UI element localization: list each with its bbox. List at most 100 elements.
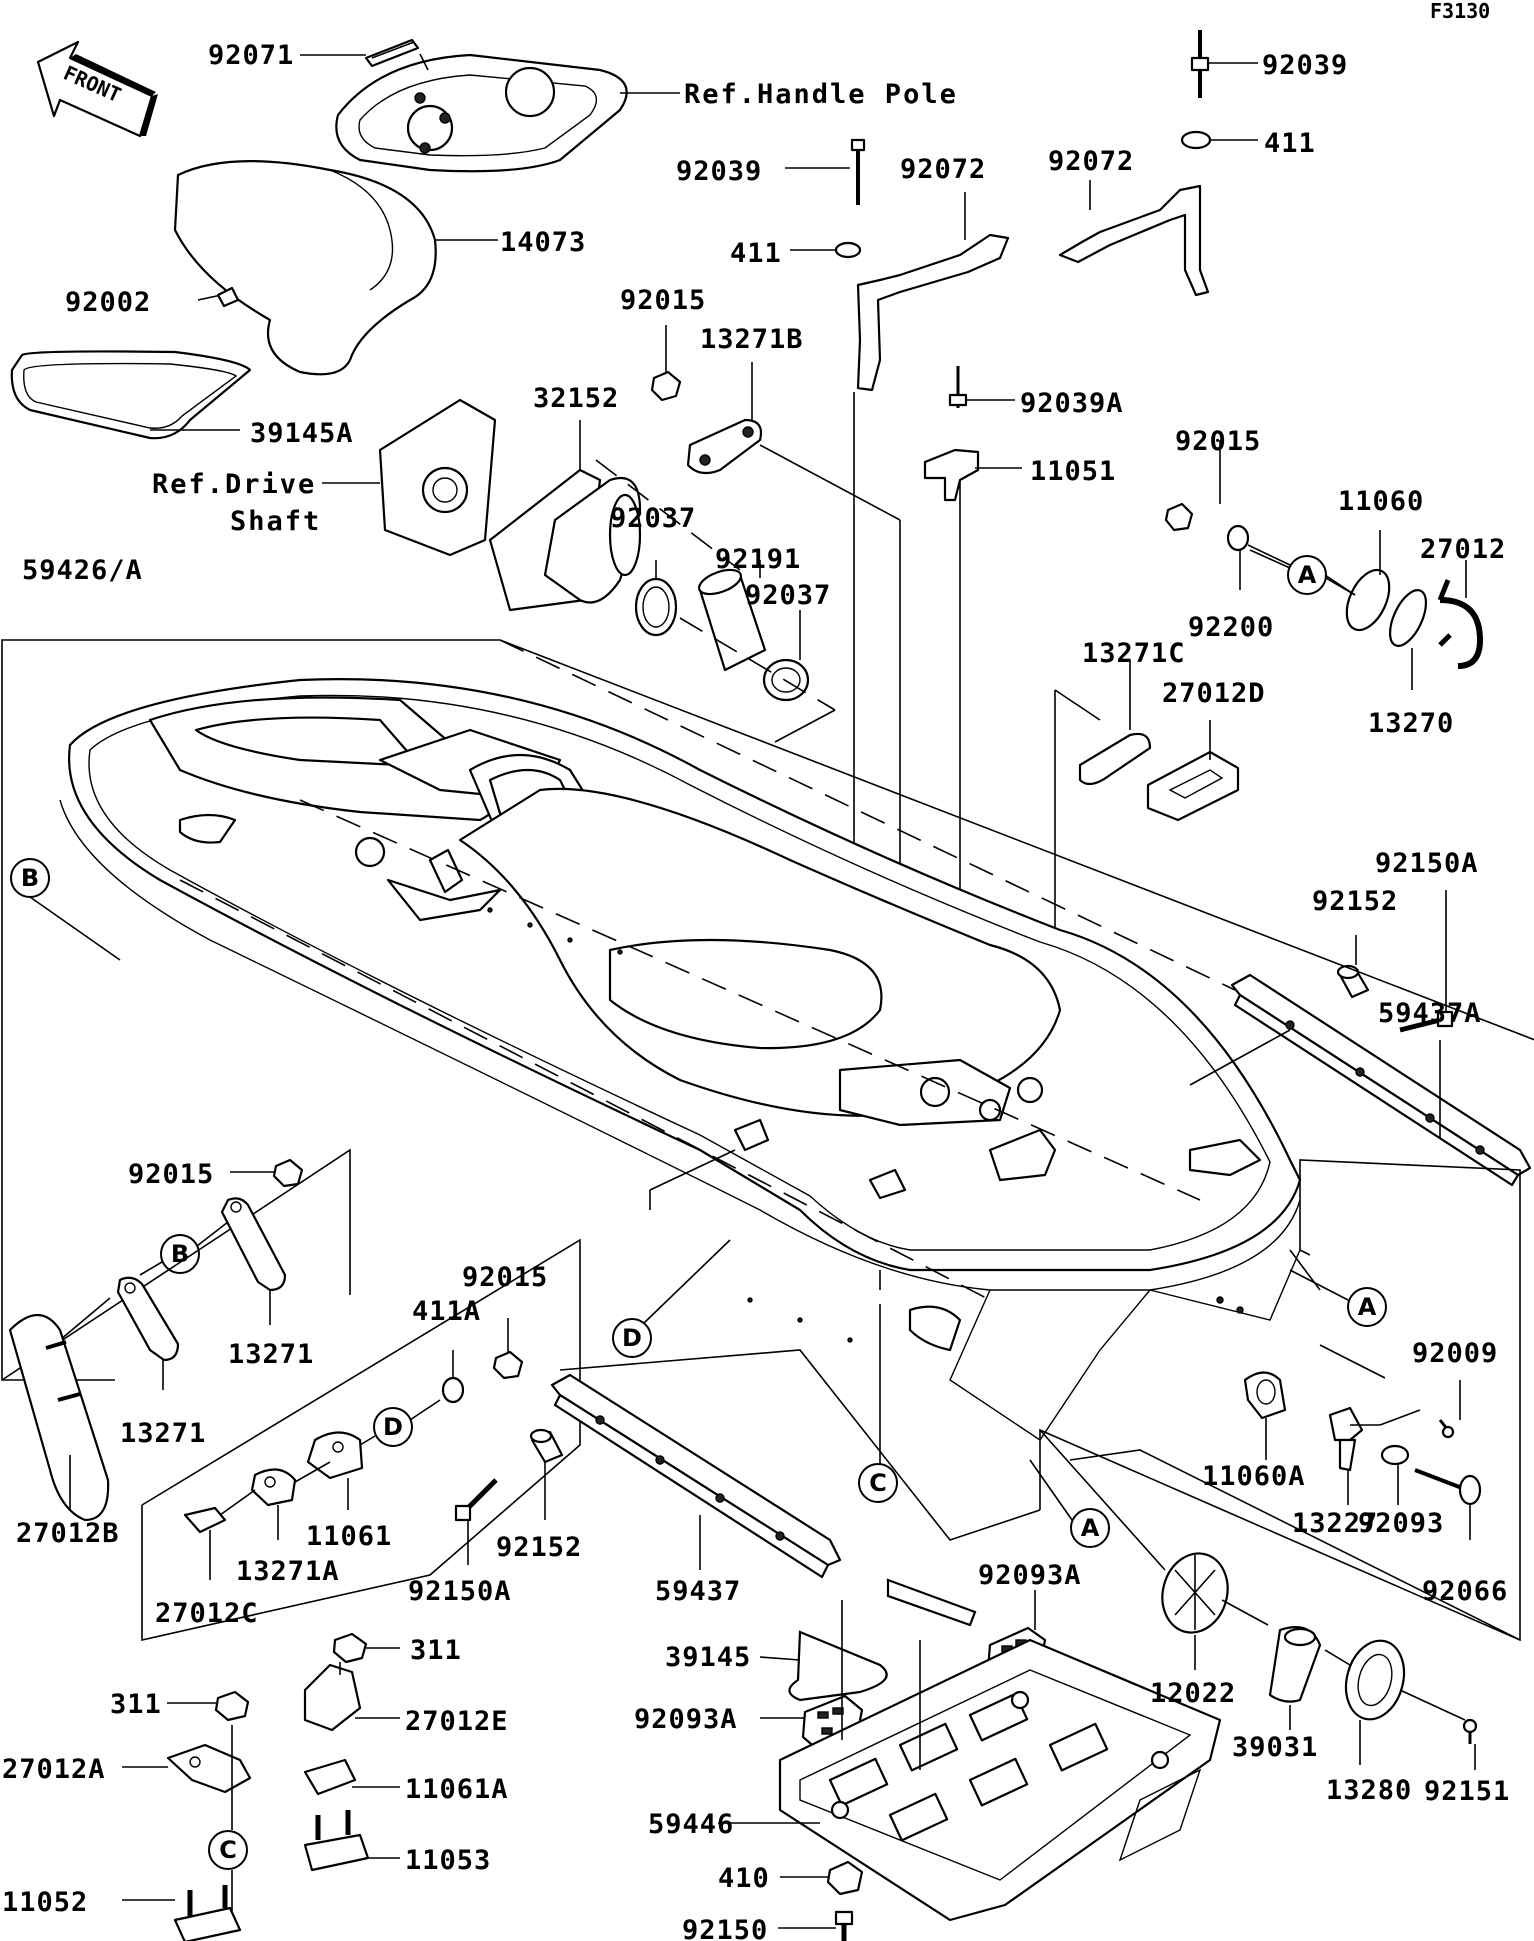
label-92071: 92071 (208, 40, 294, 71)
label-92066: 92066 (1422, 1576, 1508, 1607)
label-13271-b: 13271 (120, 1418, 206, 1449)
411-washer-top-part (1180, 130, 1212, 150)
92066-fitting-part (1414, 1468, 1482, 1506)
label-92191: 92191 (715, 544, 801, 575)
figure-code: F3130 (1430, 0, 1490, 23)
svg-text:B: B (171, 1240, 189, 1268)
label-11061: 11061 (306, 1521, 392, 1552)
11060A-plate-part (1243, 1371, 1287, 1420)
callout-c-left: C (208, 1830, 248, 1870)
27012A-cleat-part (166, 1743, 252, 1794)
92152-collar-right-part (1336, 964, 1370, 999)
label-13227: 13227 (1292, 1508, 1378, 1539)
27012B-cleat-part (8, 1314, 110, 1522)
intake-duct-part (173, 160, 437, 376)
411A-washer-part (441, 1376, 465, 1404)
svg-text:C: C (219, 1836, 237, 1864)
92015-nut-top-part (650, 370, 682, 402)
13271A-plate-part (250, 1468, 297, 1507)
59437A-rail-part (1230, 973, 1532, 1187)
92151-screw-part (1462, 1718, 1478, 1744)
label-27012A: 27012A (2, 1754, 106, 1785)
12022-screen-part (1161, 1552, 1229, 1634)
27012C-clip-part (183, 1506, 227, 1534)
92071-strip-part (364, 38, 420, 68)
27012E-bracket-part (303, 1663, 362, 1732)
11051-bracket-part (923, 448, 980, 502)
label-11052: 11052 (2, 1887, 88, 1918)
92002-bolt-part (216, 286, 240, 308)
callout-c-hull: C (858, 1463, 898, 1503)
label-11060A: 11060A (1202, 1461, 1306, 1492)
411-washer-mid-part (834, 241, 862, 259)
92039A-pin-part (948, 366, 968, 408)
label-92015-top: 92015 (620, 285, 706, 316)
92150A-bolt-right-part (1399, 1010, 1454, 1033)
label-92037-b: 92037 (745, 580, 831, 611)
92152-collar-mid-part (529, 1428, 564, 1464)
callout-d-left: D (373, 1407, 413, 1447)
front-arrow-icon: FRONT (36, 40, 158, 138)
92093-washer-part (1380, 1444, 1410, 1466)
label-13271A: 13271A (236, 1556, 340, 1587)
label-11053: 11053 (405, 1845, 491, 1876)
92072-bracket-right-part (1058, 184, 1210, 297)
59446-pump-cover-part (778, 1638, 1222, 1922)
label-39145: 39145 (665, 1642, 751, 1673)
label-27012C: 27012C (155, 1598, 259, 1629)
callout-a-top: A (1287, 555, 1327, 595)
39145A-seal-part (10, 350, 252, 440)
label-13271-a: 13271 (228, 1339, 314, 1370)
label-32152: 32152 (533, 383, 619, 414)
11061-plate-part (306, 1431, 364, 1480)
92015-nut-right-part (1164, 502, 1194, 532)
label-311-b: 311 (110, 1689, 162, 1720)
92039-bolt-top-part (1190, 30, 1210, 98)
label-59437A: 59437A (1378, 998, 1482, 1029)
11060-plate-part (1345, 568, 1391, 632)
11061A-plate-part (303, 1758, 357, 1796)
handle-pole-cover-part (335, 53, 628, 173)
label-11051: 11051 (1030, 456, 1116, 487)
hull-59426A-part (1, 459, 1534, 1441)
label-27012B: 27012B (16, 1518, 120, 1549)
label-410: 410 (718, 1863, 770, 1894)
svg-text:C: C (869, 1469, 887, 1497)
27012-u-bolt-part (1437, 579, 1483, 669)
311-nut-left-part (214, 1690, 250, 1722)
label-92093: 92093 (1358, 1508, 1444, 1539)
label-ref-drive-shaft-1: Ref.Drive (152, 469, 316, 500)
13271-plate-b-part (116, 1276, 180, 1362)
11052-plate-part (173, 1885, 242, 1941)
27012D-cleat-part (1146, 750, 1240, 822)
13270-gasket-part (1388, 589, 1428, 647)
label-27012D: 27012D (1162, 678, 1266, 709)
label-92150A-right: 92150A (1375, 848, 1479, 879)
svg-text:D: D (622, 1324, 642, 1352)
label-59437: 59437 (655, 1576, 741, 1607)
label-ref-handle-pole: Ref.Handle Pole (684, 79, 958, 110)
label-14073: 14073 (500, 227, 586, 258)
label-92015-right: 92015 (1175, 426, 1261, 457)
label-92150A-mid: 92150A (408, 1576, 512, 1607)
92009-screw-part (1438, 1419, 1455, 1439)
13280-bracket-part (1344, 1639, 1406, 1721)
92037-clamp-a-part (634, 577, 678, 637)
92150-bolt-part (834, 1910, 854, 1941)
label-11061A: 11061A (405, 1774, 509, 1805)
label-59446: 59446 (648, 1809, 734, 1840)
label-411-top: 411 (1264, 128, 1316, 159)
92039-bolt-mid-part (850, 138, 866, 205)
label-11060: 11060 (1338, 486, 1424, 517)
label-92093A-top: 92093A (978, 1560, 1082, 1591)
92191-sleeve-part (697, 568, 767, 672)
label-92009: 92009 (1412, 1338, 1498, 1369)
label-13270: 13270 (1368, 708, 1454, 739)
13227-inlet-part (1328, 1406, 1364, 1472)
label-411-mid: 411 (730, 238, 782, 269)
311-nut-top-part (332, 1632, 368, 1664)
label-92039-mid: 92039 (676, 156, 762, 187)
label-39145A: 39145A (250, 418, 354, 449)
label-27012E: 27012E (405, 1706, 509, 1737)
